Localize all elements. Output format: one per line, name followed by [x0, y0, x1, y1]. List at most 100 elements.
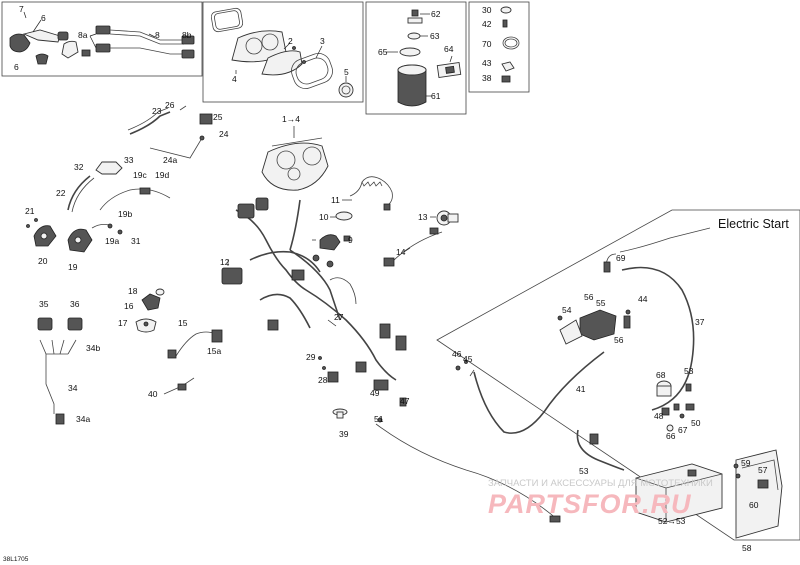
grommet-39 [332, 408, 348, 419]
key-switch-9 [319, 234, 351, 251]
battery-52 [635, 463, 723, 523]
switch-housing-right [61, 40, 91, 59]
callout-34a: 34a [76, 414, 90, 424]
callout-26: 26 [165, 100, 175, 110]
callout-70: 70 [482, 39, 492, 49]
callout-47: 47 [400, 396, 410, 406]
callout-62: 62 [431, 9, 441, 19]
callout-34: 34 [68, 383, 78, 393]
cap-washer [407, 32, 421, 40]
callout-24: 24 [219, 129, 229, 139]
cable-53 [576, 429, 625, 471]
callout-61: 61 [431, 91, 441, 101]
callout-13: 13 [418, 212, 428, 222]
long-ground-cable [375, 423, 561, 523]
main-wiring-harness-27 [221, 197, 407, 407]
terminal-cover-68 [656, 380, 672, 397]
callout-28: 28 [318, 375, 328, 385]
callout-66: 66 [666, 431, 676, 441]
callout-5: 5 [344, 67, 349, 77]
callout-17: 17 [118, 318, 128, 328]
callout-14: 14 [396, 247, 406, 257]
washer-10 [335, 211, 353, 221]
callout-1-to-4: 1→4 [282, 114, 300, 124]
callout-43: 43 [482, 58, 492, 68]
watermark-logo: PARTSFOR.RU [488, 489, 692, 519]
detail-box-handlebar-switches [1, 1, 203, 77]
callout-53: 53 [579, 466, 589, 476]
callout-12: 12 [220, 257, 230, 267]
callout-51: 51 [374, 414, 384, 424]
module-32 [95, 161, 123, 175]
callout-15: 15 [178, 318, 188, 328]
callout-19d: 19d [155, 170, 169, 180]
cable-24 [149, 135, 205, 159]
callout-29: 29 [306, 352, 316, 362]
callout-33: 33 [124, 155, 134, 165]
callout-30: 30 [482, 5, 492, 15]
small-part-30 [500, 6, 512, 14]
gauge-bezel [231, 30, 287, 63]
callout-19b: 19b [118, 209, 132, 219]
sensor-16 [141, 293, 161, 311]
callout-57: 57 [758, 465, 768, 475]
washer-18 [155, 288, 165, 296]
callout-22: 22 [56, 188, 66, 198]
detail-box-gauge [202, 1, 364, 103]
electric-start-title: Electric Start [718, 217, 789, 231]
callout-46: 46 [452, 349, 462, 359]
callout-34b: 34b [86, 343, 100, 353]
callout-50: 50 [691, 418, 701, 428]
starter-cable-37 [603, 227, 711, 411]
callout-44: 44 [638, 294, 648, 304]
coil-cable-11 [349, 176, 393, 211]
callout-65: 65 [378, 47, 388, 57]
callout-19a: 19a [105, 236, 119, 246]
instrument-cluster [261, 137, 329, 191]
callout-69: 69 [616, 253, 626, 263]
callout-56: 56 [584, 292, 594, 302]
callout-63: 63 [430, 31, 440, 41]
harness-14 [383, 227, 443, 267]
gauge-small-dial [338, 82, 354, 98]
switch-35 [37, 317, 53, 331]
cable-15 [167, 329, 223, 359]
callout-6: 6 [14, 62, 19, 72]
hose-23 [127, 107, 171, 135]
screw-26 [179, 105, 187, 111]
callout-58: 58 [742, 543, 752, 553]
callout-53: 53 [684, 366, 694, 376]
callout-40: 40 [148, 389, 158, 399]
callout-11: 11 [331, 195, 340, 205]
callout-41: 41 [576, 384, 586, 394]
cap-label [436, 62, 462, 78]
wiring-harness-8 [95, 25, 195, 59]
small-part-42 [502, 19, 508, 28]
cable-41 [469, 351, 605, 434]
small-part-38 [501, 75, 511, 83]
bracket-17 [135, 318, 157, 333]
callout-20: 20 [38, 256, 48, 266]
callout-8b: 8b [182, 30, 192, 40]
cap-screw [407, 9, 423, 24]
callout-31: 31 [131, 236, 141, 246]
callout-16: 16 [124, 301, 134, 311]
callout-6: 6 [41, 13, 46, 23]
battery-retainer-58 [735, 449, 783, 539]
callout-3: 3 [320, 36, 325, 46]
callout-67: 67 [678, 425, 688, 435]
callout-60: 60 [749, 500, 759, 510]
small-part-43 [501, 61, 515, 72]
callout-4: 4 [232, 74, 237, 84]
cap-ring [399, 47, 421, 57]
callout-9: 9 [348, 235, 353, 245]
callout-15a: 15a [207, 346, 221, 356]
callout-45: 45 [463, 354, 473, 364]
callout-59: 59 [741, 458, 751, 468]
callout-19: 19 [68, 262, 78, 272]
switch-20 [33, 225, 57, 247]
callout-18: 18 [128, 286, 138, 296]
callout-24a: 24a [163, 155, 177, 165]
callout-19c: 19c [133, 170, 147, 180]
